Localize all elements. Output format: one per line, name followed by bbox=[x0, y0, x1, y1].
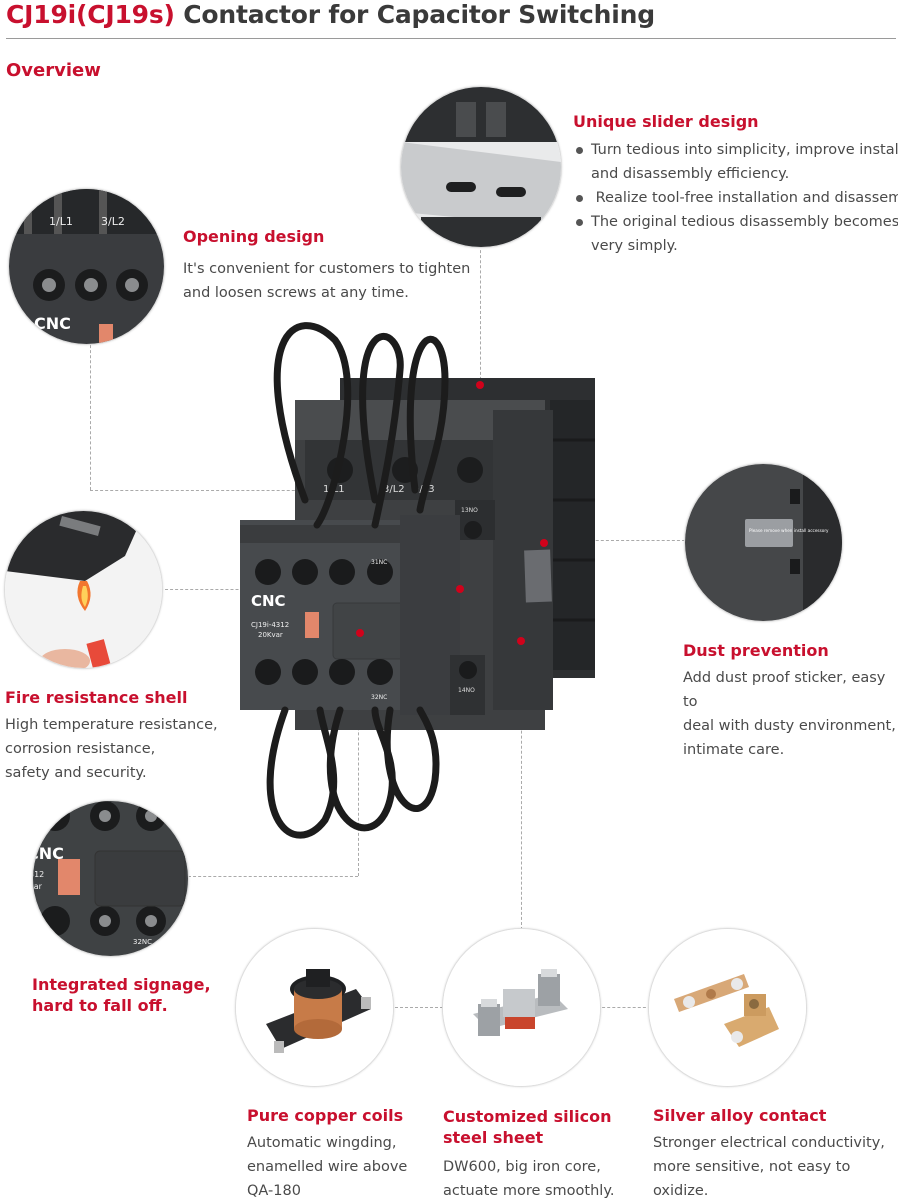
title-rest: Contactor for Capacitor Switching bbox=[174, 0, 655, 29]
model-title: CJ19i(CJ19s) bbox=[6, 0, 175, 29]
connector-bottom-v bbox=[521, 640, 522, 930]
connector-dust bbox=[545, 540, 685, 541]
fire-detail-image bbox=[4, 510, 163, 669]
coils-desc-line2: enamelled wire above bbox=[247, 1159, 408, 1175]
steel-detail-image bbox=[442, 928, 601, 1087]
steel-desc: DW600, big iron core, actuate more smoot… bbox=[443, 1155, 614, 1203]
connector-opening-v bbox=[90, 340, 91, 490]
slider-bullet-1: Turn tedious into simplicity, improve in… bbox=[574, 138, 898, 186]
title-divider bbox=[6, 38, 896, 39]
slider-bullet-3-line1: The original tedious disassembly becomes bbox=[591, 214, 898, 230]
contact-desc: Stronger electrical conductivity, more s… bbox=[653, 1131, 898, 1203]
slider-bullet-1-line2: and disassembly efficiency. bbox=[591, 166, 790, 182]
fire-desc: High temperature resistance, corrosion r… bbox=[5, 713, 218, 785]
signage-model: 312 bbox=[33, 870, 44, 879]
signage-caption-line1: Integrated signage, bbox=[32, 975, 211, 994]
steel-title-line1: Customized silicon bbox=[443, 1107, 612, 1126]
front-terminals-top bbox=[255, 559, 393, 585]
fire-desc-line3: safety and security. bbox=[5, 765, 147, 781]
coils-desc: Automatic wingding, enamelled wire above… bbox=[247, 1131, 407, 1203]
front-terminals-bottom bbox=[255, 659, 393, 685]
slider-bullet-3-line2: very simply. bbox=[591, 238, 678, 254]
opening-model: 4312 bbox=[34, 335, 52, 343]
fire-desc-line2: corrosion resistance, bbox=[5, 741, 156, 757]
contact-detail-image bbox=[648, 928, 807, 1087]
contactor-image: 1/L1 3/L2 5/L3 13NO 31NC CNC CJ19i-4312 … bbox=[240, 322, 595, 839]
section-heading: Overview bbox=[6, 60, 101, 81]
dust-desc-line3: intimate care. bbox=[683, 742, 785, 758]
slider-bullet-2-line1: Realize tool-free installation and disas… bbox=[591, 190, 898, 206]
coils-title: Pure copper coils bbox=[247, 1106, 404, 1125]
contact-desc-line1: Stronger electrical conductivity, bbox=[653, 1135, 885, 1151]
slider-detail-image bbox=[400, 86, 562, 248]
opening-label-l2: 3/L2 bbox=[101, 215, 125, 228]
slider-title: Unique slider design bbox=[573, 112, 759, 131]
contact-desc-line2: more sensitive, not easy to oxidize. bbox=[653, 1159, 851, 1199]
signage-caption: Integrated signage, hard to fall off. bbox=[32, 974, 211, 1016]
signage-caption-line2: hard to fall off. bbox=[32, 996, 168, 1015]
connector-cables bbox=[266, 322, 449, 839]
dust-desc: Add dust proof sticker, easy to deal wit… bbox=[683, 666, 898, 762]
aux-label-14no: 14NO bbox=[458, 687, 475, 694]
steel-title: Customized silicon steel sheet bbox=[443, 1106, 611, 1148]
slider-bullet-2: Realize tool-free installation and disas… bbox=[574, 186, 898, 210]
brand-logo: CNC bbox=[251, 592, 286, 610]
dust-title: Dust prevention bbox=[683, 641, 829, 660]
connector-bottom-h1 bbox=[385, 1007, 443, 1008]
connector-slider-v bbox=[480, 245, 481, 385]
signage-detail-image: CNC 312 var 32NC bbox=[32, 800, 189, 957]
steel-title-line2: steel sheet bbox=[443, 1128, 544, 1147]
connector-signage-v bbox=[358, 632, 359, 876]
contact-title: Silver alloy contact bbox=[653, 1106, 827, 1125]
fire-desc-line1: High temperature resistance, bbox=[5, 717, 218, 733]
opening-desc: It's convenient for customers to tighten… bbox=[183, 257, 470, 305]
coils-desc-line1: Automatic wingding, bbox=[247, 1135, 397, 1151]
slider-bullet-1-line1: Turn tedious into simplicity, improve in… bbox=[591, 142, 898, 158]
rating-label: 20Kvar bbox=[258, 631, 283, 639]
coils-desc-line3: QA-180 bbox=[247, 1183, 301, 1199]
opening-brand: CNC bbox=[34, 314, 71, 333]
signage-brand: CNC bbox=[33, 844, 64, 863]
slider-bullets: Turn tedious into simplicity, improve in… bbox=[574, 138, 898, 258]
aux-label-13no: 13NO bbox=[461, 507, 478, 514]
signage-rating: var bbox=[33, 882, 43, 891]
slider-bullet-3: The original tedious disassembly becomes… bbox=[574, 210, 898, 258]
terminal-label-2: 3/L2 bbox=[383, 484, 405, 495]
steel-desc-line2: actuate more smoothly. bbox=[443, 1183, 615, 1199]
page-title: CJ19i(CJ19s) Contactor for Capacitor Swi… bbox=[6, 0, 655, 29]
opening-desc-line1: It's convenient for customers to tighten bbox=[183, 261, 471, 277]
aux-label-31nc: 31NC bbox=[371, 559, 387, 566]
steel-desc-line1: DW600, big iron core, bbox=[443, 1159, 601, 1175]
connector-bottom-h2 bbox=[597, 1007, 651, 1008]
dust-desc-line1: Add dust proof sticker, easy to bbox=[683, 670, 886, 710]
dust-detail-image: Please remove when install accessory bbox=[684, 463, 843, 622]
dust-desc-line2: deal with dusty environment, bbox=[683, 718, 896, 734]
model-label: CJ19i-4312 bbox=[251, 621, 289, 629]
fire-title: Fire resistance shell bbox=[5, 688, 188, 707]
opening-detail-image: 1/L1 3/L2 CNC 4312 bbox=[8, 188, 165, 345]
opening-label-l1: 1/L1 bbox=[49, 215, 73, 228]
coil-detail-image bbox=[235, 928, 394, 1087]
connector-signage bbox=[188, 876, 358, 877]
connector-opening-h bbox=[90, 490, 320, 491]
aux-label-32nc: 32NC bbox=[371, 694, 387, 701]
dust-sticker-text: Please remove when install accessory bbox=[749, 528, 829, 533]
opening-desc-line2: and loosen screws at any time. bbox=[183, 285, 409, 301]
opening-title: Opening design bbox=[183, 227, 325, 246]
signage-aux: 32NC bbox=[133, 938, 152, 946]
